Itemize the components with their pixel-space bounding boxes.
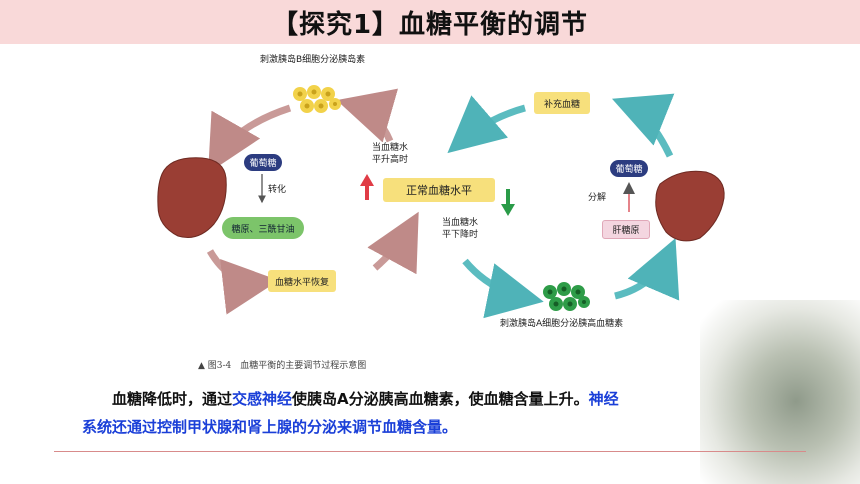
para-highlight-nerve-1: 神经 — [588, 390, 619, 408]
normal-glucose-box: 正常血糖水平 — [383, 178, 495, 202]
left-liver — [157, 157, 227, 238]
para-text-1: 血糖降低时，通过 — [112, 390, 233, 408]
rise-label-2: 平升高时 — [372, 155, 409, 165]
decorative-rock-image — [700, 300, 860, 484]
decompose-label: 分解 — [588, 193, 607, 203]
arrow-normal-to-beta — [336, 88, 399, 143]
arrow-beta-to-liver — [208, 104, 292, 174]
bottom-divider — [54, 451, 806, 452]
arrow-liver-to-recovery — [206, 249, 279, 315]
arrow-normal-to-alpha — [462, 258, 544, 319]
beta-cell-cluster — [293, 85, 341, 113]
rise-label-1: 当血糖水 — [372, 143, 409, 153]
alpha-cell-cluster — [543, 282, 590, 311]
convert-label: 转化 — [268, 185, 287, 195]
body-paragraph: 血糖降低时，通过交感神经使胰岛A分泌胰高血糖素，使血糖含量上升。神经系统还通过控… — [82, 385, 782, 441]
arrow-alpha-to-liver — [614, 238, 680, 301]
page-title: 【探究1】血糖平衡的调节 — [271, 9, 589, 40]
regulation-diagram: 刺激胰岛B细胞分泌胰岛素 刺激胰岛A细胞分泌胰高血糖素 正常血糖水平 当血糖水 … — [140, 46, 732, 376]
glycogen-fat-box: 糖原、三酰甘油 — [222, 217, 304, 239]
up-arrow — [360, 174, 374, 200]
liver-glycogen-box: 肝糖原 — [602, 220, 650, 239]
arrow-recovery-to-normal — [367, 211, 419, 275]
figure-caption: ▲ 图3-4 血糖平衡的主要调节过程示意图 — [198, 361, 367, 371]
arrow-liver-to-supplement — [612, 93, 675, 158]
fall-label-1: 当血糖水 — [442, 218, 479, 228]
right-liver — [655, 170, 725, 242]
para-highlight-nerve-2: 系统还通过控制甲状腺和肾上腺的分泌来调节血糖含量。 — [82, 418, 458, 436]
fall-label-2: 平下降时 — [442, 230, 479, 240]
down-arrow — [501, 189, 515, 216]
supplement-box: 补充血糖 — [534, 92, 590, 114]
para-text-2: 使胰岛A分泌胰高血糖素，使血糖含量上升。 — [292, 390, 589, 408]
beta-label: 刺激胰岛B细胞分泌胰岛素 — [260, 55, 366, 65]
alpha-label: 刺激胰岛A细胞分泌胰高血糖素 — [500, 319, 624, 329]
title-bar: 【探究1】血糖平衡的调节 — [0, 0, 860, 44]
diagram-graphics — [157, 85, 725, 319]
para-highlight-sympathetic: 交感神经 — [232, 390, 293, 408]
recovery-box: 血糖水平恢复 — [268, 270, 336, 292]
right-glucose-pill: 葡萄糖 — [610, 160, 648, 177]
left-glucose-pill: 葡萄糖 — [244, 154, 282, 171]
arrow-supplement-to-normal — [447, 95, 526, 154]
